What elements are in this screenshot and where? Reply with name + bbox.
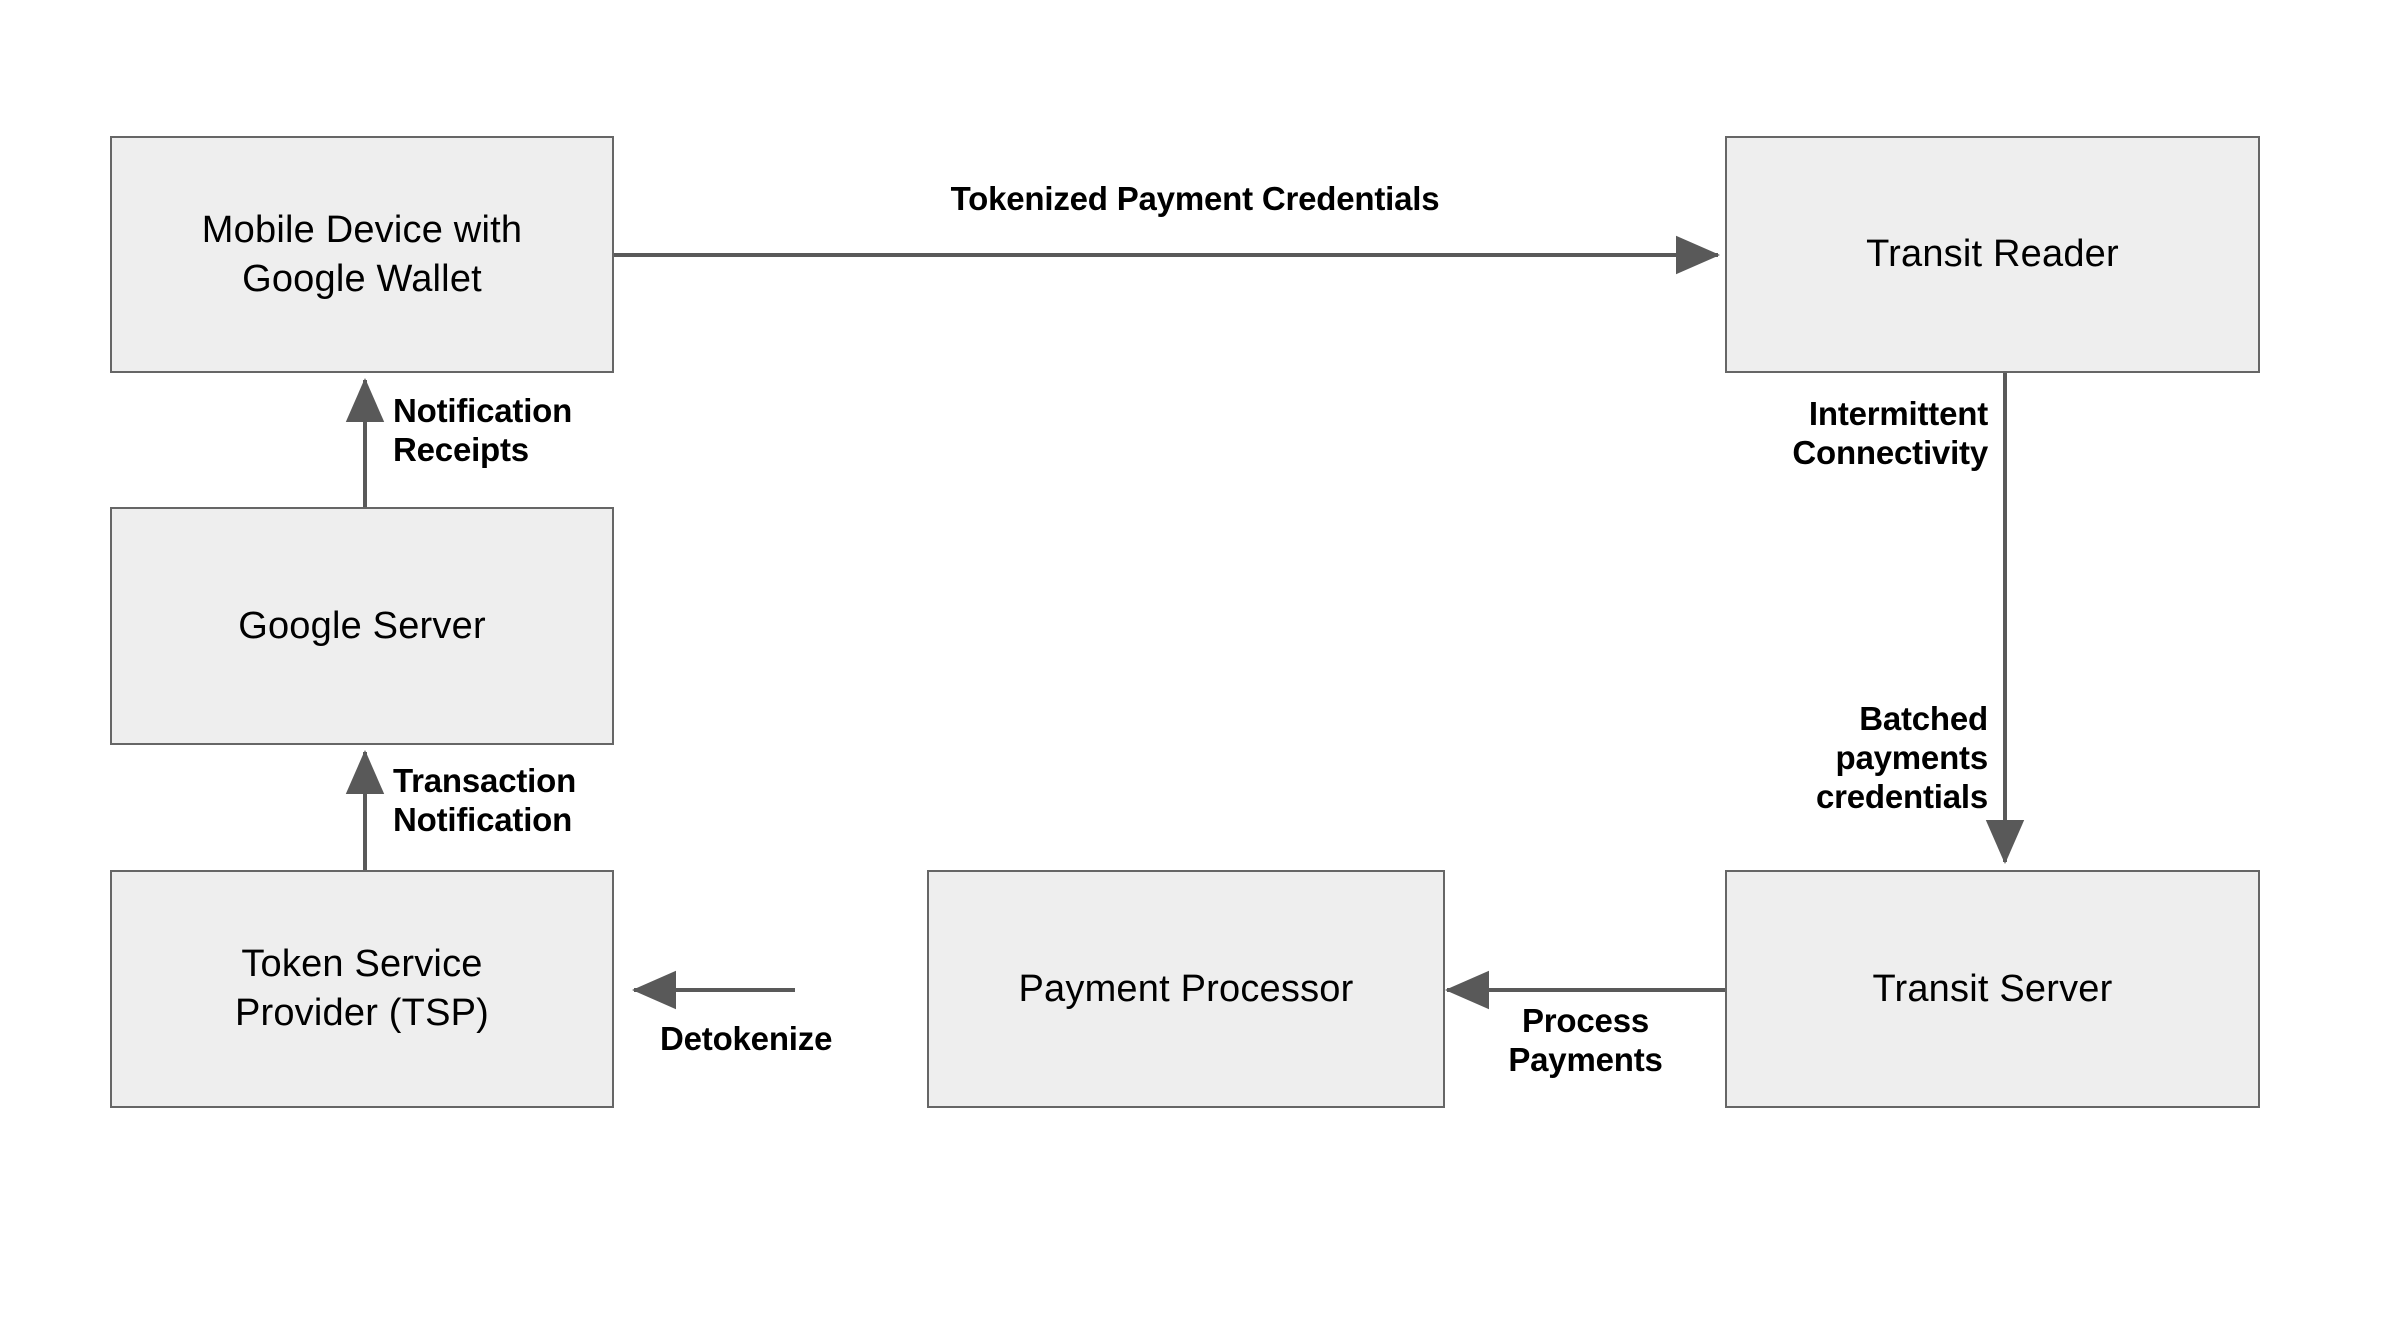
node-token-service-provider[interactable]: Token Service Provider (TSP) <box>110 870 614 1108</box>
edge-label-intermittent-connectivity: Intermittent Connectivity <box>1792 395 1988 471</box>
edge-label-transaction-notification: Transaction Notification <box>393 762 577 838</box>
node-token-service-provider-label: Token Service Provider (TSP) <box>234 943 490 1034</box>
edge-label-notification-receipts: Notification Receipts <box>393 392 573 468</box>
node-mobile-device[interactable]: Mobile Device with Google Wallet <box>110 136 614 373</box>
node-transit-reader-label: Transit Reader <box>1866 233 2119 276</box>
node-payment-processor[interactable]: Payment Processor <box>927 870 1445 1108</box>
edge-label-batched-payments-credentials: Batched payments credentials <box>1815 700 1988 815</box>
node-google-server[interactable]: Google Server <box>110 507 614 745</box>
node-payment-processor-label: Payment Processor <box>1018 967 1354 1010</box>
node-transit-reader[interactable]: Transit Reader <box>1725 136 2260 373</box>
node-mobile-device-label: Mobile Device with Google Wallet <box>201 208 523 300</box>
node-google-server-label: Google Server <box>238 604 486 647</box>
node-transit-server[interactable]: Transit Server <box>1725 870 2260 1108</box>
node-transit-server-label: Transit Server <box>1872 967 2113 1010</box>
edge-label-tokenized-payment-credentials: Tokenized Payment Credentials <box>950 180 1440 217</box>
edge-label-process-payments: Process Payments <box>1508 1002 1663 1078</box>
edge-label-detokenize: Detokenize <box>660 1020 833 1057</box>
